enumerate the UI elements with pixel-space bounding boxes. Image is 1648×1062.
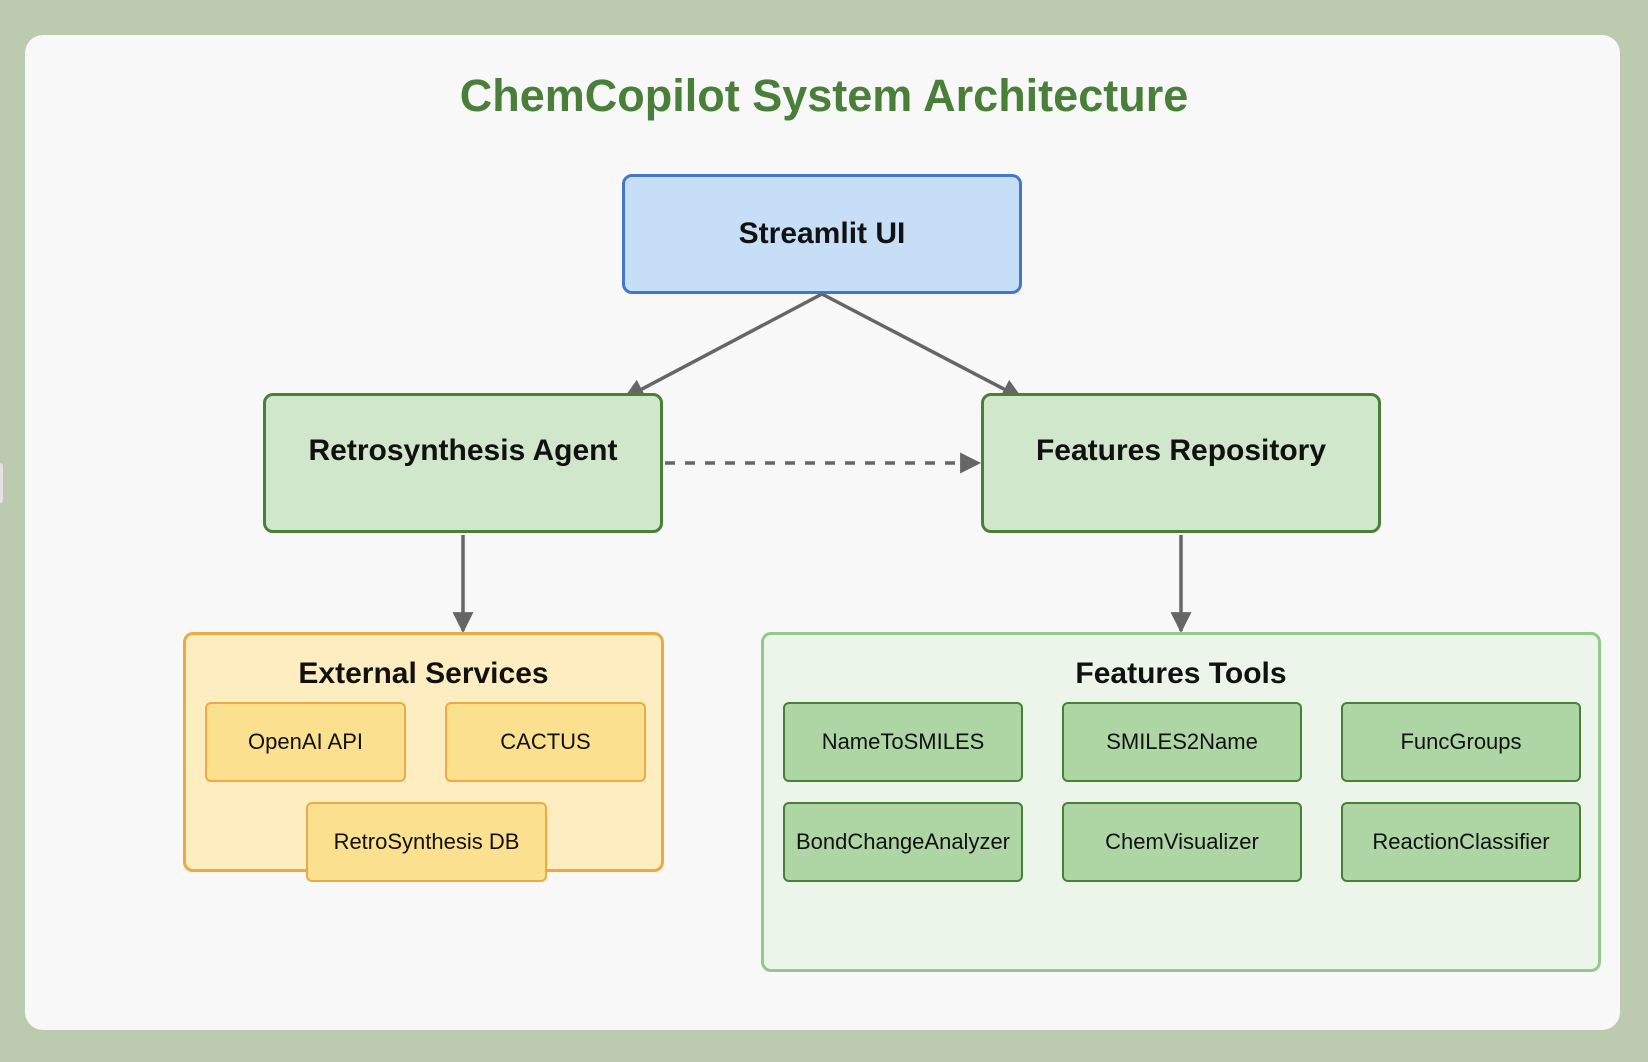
retrosynthesis-agent-node: Retrosynthesis Agent bbox=[263, 393, 663, 533]
arrow-ui-to-retrosynthesis-agent bbox=[623, 292, 823, 400]
external-services-group: External Services OpenAI API CACTUS Retr… bbox=[183, 632, 664, 882]
features-repository-label: Features Repository bbox=[1035, 434, 1327, 467]
service-openai-api: OpenAI API bbox=[205, 702, 406, 782]
left-edge-handle bbox=[0, 463, 3, 503]
tool-reaction-classifier: ReactionClassifier bbox=[1341, 802, 1581, 882]
retrosynthesis-agent-label: Retrosynthesis Agent bbox=[308, 434, 618, 467]
tool-chem-visualizer: ChemVisualizer bbox=[1062, 802, 1302, 882]
streamlit-ui-label: Streamlit UI bbox=[738, 217, 906, 250]
tool-bond-change-analyzer: BondChangeAnalyzer bbox=[783, 802, 1023, 882]
tool-smiles2name: SMILES2Name bbox=[1062, 702, 1302, 782]
features-tools-group: Features Tools NameToSMILES SMILES2Name … bbox=[761, 632, 1601, 972]
external-services-title: External Services bbox=[298, 657, 549, 690]
arrow-ui-to-features-repository bbox=[821, 292, 1023, 400]
diagram-title: ChemCopilot System Architecture bbox=[459, 70, 1189, 121]
service-cactus: CACTUS bbox=[445, 702, 646, 782]
tool-func-groups: FuncGroups bbox=[1341, 702, 1581, 782]
tool-name-to-smiles: NameToSMILES bbox=[783, 702, 1023, 782]
service-retrosynthesis-db: RetroSynthesis DB bbox=[306, 802, 547, 882]
streamlit-ui-node: Streamlit UI bbox=[622, 174, 1022, 294]
features-repository-node: Features Repository bbox=[981, 393, 1381, 533]
features-tools-title: Features Tools bbox=[1075, 657, 1287, 690]
